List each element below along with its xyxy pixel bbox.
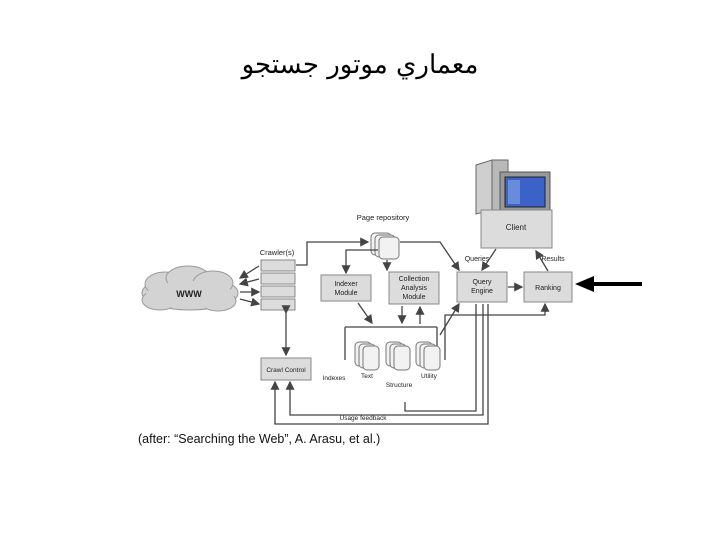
crawlers-label: Crawler(s)	[260, 248, 295, 257]
query-engine-label-line1: Query	[472, 279, 492, 286]
client-box	[480, 209, 553, 249]
utility-index-stack-icon	[415, 341, 441, 371]
text-index-stack-icon	[354, 341, 380, 371]
crawlers-stack	[260, 259, 296, 311]
structure-index-label: Structure	[386, 382, 413, 389]
indexer-module-label-line2: Module	[335, 290, 358, 297]
structure-index-stack-icon	[385, 341, 411, 371]
indexes-label: Indexes	[323, 375, 347, 382]
usage-feedback-label: Usage feedback	[340, 415, 388, 422]
www-label: WWW	[176, 289, 202, 299]
collection-analysis-label-line2: Analysis	[401, 285, 428, 292]
collection-analysis-box	[388, 271, 440, 305]
client-computer-icon	[475, 159, 551, 215]
crawl-control-label: Crawl Control	[266, 367, 306, 374]
highlight-arrow-icon	[575, 276, 642, 292]
utility-index-label: Utility	[421, 373, 438, 380]
indexer-module-label-line1: Indexer	[334, 281, 358, 288]
text-index-label: Text	[361, 373, 373, 380]
slide-title: معماري موتور جستجو	[241, 50, 479, 80]
collection-analysis-label-line3: Module	[403, 294, 426, 301]
collection-analysis-label-line1: Collection	[399, 276, 430, 283]
page-repository-stack-icon	[370, 232, 400, 260]
query-engine-label-line2: Engine	[471, 288, 493, 295]
www-cloud	[141, 265, 239, 312]
queries-label: Queries	[465, 256, 490, 263]
results-label: Results	[541, 256, 565, 263]
citation-caption: (after: “Searching the Web”, A. Arasu, e…	[138, 432, 381, 446]
page-repository-label: Page repository	[357, 213, 410, 222]
ranking-box	[523, 271, 573, 303]
indexer-module-box	[320, 274, 372, 302]
query-engine-box	[456, 271, 508, 303]
client-label: Client	[506, 223, 527, 232]
crawl-control-box	[260, 357, 312, 381]
ranking-label: Ranking	[535, 285, 561, 292]
connector-arrows	[238, 237, 550, 425]
